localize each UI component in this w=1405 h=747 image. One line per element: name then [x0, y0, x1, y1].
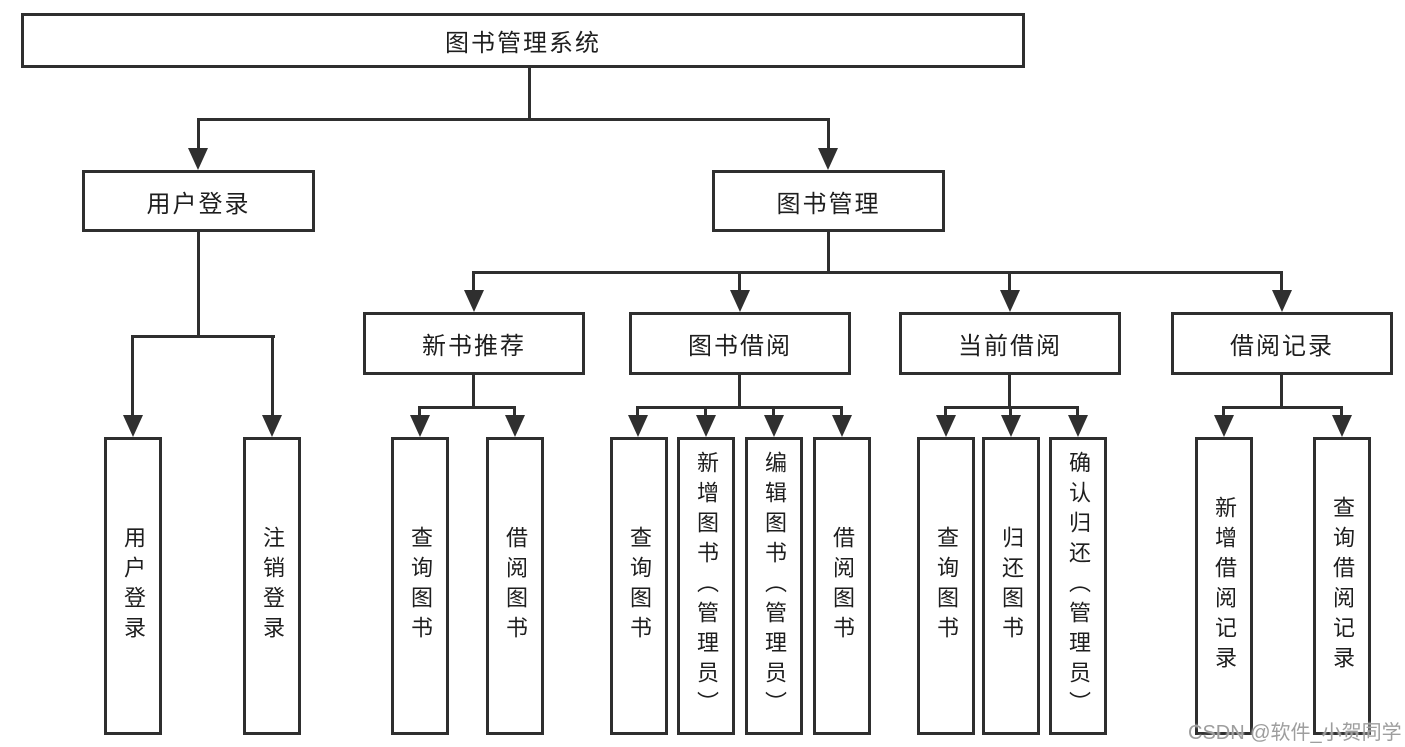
node-current-borrowing: 当前借阅 — [899, 312, 1121, 375]
arrow-down-icon — [464, 290, 484, 312]
connector-line — [1222, 406, 1343, 409]
leaf-query-books-current: 查询图书 — [917, 437, 975, 735]
arrow-down-icon — [818, 148, 838, 170]
node-borrowing-records: 借阅记录 — [1171, 312, 1393, 375]
arrow-down-icon — [123, 415, 143, 437]
connector-line — [418, 406, 516, 409]
connector-line — [636, 406, 843, 409]
connector-line — [472, 271, 1283, 274]
arrow-down-icon — [505, 415, 525, 437]
connector-line — [197, 232, 200, 338]
node-new-book-recommendation: 新书推荐 — [363, 312, 585, 375]
connector-line — [1076, 406, 1079, 417]
arrow-down-icon — [628, 415, 648, 437]
leaf-logout: 注销登录 — [243, 437, 301, 735]
node-user-login: 用户登录 — [82, 170, 315, 232]
connector-line — [738, 273, 741, 294]
arrow-down-icon — [410, 415, 430, 437]
connector-line — [1280, 375, 1283, 409]
connector-line — [197, 120, 200, 152]
node-label: 新书推荐 — [422, 333, 526, 360]
connector-line — [271, 335, 274, 417]
connector-line — [1008, 375, 1011, 409]
arrow-down-icon — [1272, 290, 1292, 312]
leaf-label: 查询借阅记录 — [1330, 496, 1355, 676]
leaf-confirm-return-admin: 确认归还（管理员） — [1049, 437, 1107, 735]
connector-line — [1008, 273, 1011, 294]
connector-line — [840, 406, 843, 417]
arrow-down-icon — [1214, 415, 1234, 437]
leaf-add-borrow-record: 新增借阅记录 — [1195, 437, 1253, 735]
leaf-label: 用户登录 — [121, 526, 146, 646]
arrow-down-icon — [696, 415, 716, 437]
watermark: CSDN @软件_小贺同学 — [1188, 722, 1402, 744]
connector-line — [944, 406, 947, 417]
arrow-down-icon — [832, 415, 852, 437]
leaf-user-login: 用户登录 — [104, 437, 162, 735]
connector-line — [738, 375, 741, 409]
leaf-label: 确认归还（管理员） — [1066, 451, 1091, 721]
connector-line — [636, 406, 639, 417]
leaf-borrow-books-borrowing: 借阅图书 — [813, 437, 871, 735]
node-label: 用户登录 — [146, 190, 251, 218]
leaf-return-books: 归还图书 — [982, 437, 1040, 735]
node-label: 借阅记录 — [1230, 333, 1334, 360]
node-book-management: 图书管理 — [712, 170, 945, 232]
connector-line — [131, 335, 275, 338]
leaf-label: 注销登录 — [260, 526, 285, 646]
leaf-borrow-books-recommend: 借阅图书 — [486, 437, 544, 735]
leaf-label: 查询图书 — [408, 526, 433, 646]
leaf-query-borrow-record: 查询借阅记录 — [1313, 437, 1371, 735]
leaf-label: 借阅图书 — [503, 526, 528, 646]
arrow-down-icon — [1000, 290, 1020, 312]
connector-line — [827, 120, 830, 152]
node-label: 图书借阅 — [688, 333, 792, 360]
connector-line — [1280, 273, 1283, 294]
connector-line — [1009, 406, 1012, 417]
leaf-add-books-admin: 新增图书（管理员） — [677, 437, 735, 735]
leaf-label: 编辑图书（管理员） — [762, 451, 787, 721]
connector-line — [472, 273, 475, 294]
leaf-label: 借阅图书 — [830, 526, 855, 646]
arrow-down-icon — [1068, 415, 1088, 437]
node-book-borrowing: 图书借阅 — [629, 312, 851, 375]
connector-line — [197, 118, 830, 121]
connector-line — [472, 375, 475, 409]
node-label: 当前借阅 — [958, 333, 1062, 360]
connector-line — [513, 406, 516, 417]
leaf-label: 查询图书 — [934, 526, 959, 646]
connector-line — [772, 406, 775, 417]
leaf-label: 新增借阅记录 — [1212, 496, 1237, 676]
connector-line — [1340, 406, 1343, 417]
arrow-down-icon — [936, 415, 956, 437]
arrow-down-icon — [262, 415, 282, 437]
leaf-query-books-borrowing: 查询图书 — [610, 437, 668, 735]
connector-line — [528, 68, 531, 120]
arrow-down-icon — [1332, 415, 1352, 437]
leaf-edit-books-admin: 编辑图书（管理员） — [745, 437, 803, 735]
arrow-down-icon — [764, 415, 784, 437]
connector-line — [1222, 406, 1225, 417]
arrow-down-icon — [188, 148, 208, 170]
connector-line — [131, 335, 134, 417]
connector-line — [418, 406, 421, 417]
leaf-query-books-recommend: 查询图书 — [391, 437, 449, 735]
node-root: 图书管理系统 — [21, 13, 1025, 68]
arrow-down-icon — [730, 290, 750, 312]
leaf-label: 新增图书（管理员） — [694, 451, 719, 721]
arrow-down-icon — [1001, 415, 1021, 437]
connector-line — [704, 406, 707, 417]
connector-line — [827, 232, 830, 274]
leaf-label: 归还图书 — [999, 526, 1024, 646]
node-label: 图书管理 — [776, 190, 881, 218]
node-label: 图书管理系统 — [445, 30, 601, 57]
leaf-label: 查询图书 — [627, 526, 652, 646]
